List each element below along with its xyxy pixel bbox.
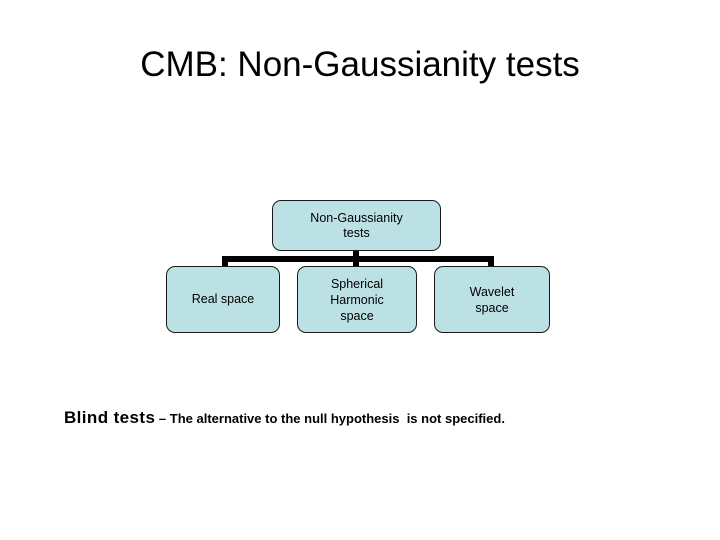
connector-stem-spherical-harmonic-space [353, 256, 359, 267]
body-text-lead: Blind tests [64, 408, 156, 427]
body-text-rest: – The alternative to the null hypothesis… [155, 411, 505, 426]
org-node-label: Non-Gaussianity tests [310, 210, 403, 240]
connector-root-stem [353, 250, 359, 258]
org-node-real-space: Real space [166, 266, 280, 333]
body-text: Blind tests – The alternative to the nul… [64, 408, 664, 428]
page-title: CMB: Non-Gaussianity tests [140, 45, 580, 84]
org-node-wavelet-space: Wavelet space [434, 266, 550, 333]
org-node-label: Real space [191, 292, 255, 306]
org-node-spherical-harmonic-space: Spherical Harmonic space [297, 266, 417, 333]
org-node-label: Spherical Harmonic space [330, 276, 384, 323]
org-node-label: Wavelet space [469, 284, 515, 315]
org-node-non-gaussianity-tests: Non-Gaussianity tests [272, 200, 441, 251]
connector-stem-real-space [222, 256, 228, 267]
connector-stem-wavelet-space [488, 256, 494, 267]
